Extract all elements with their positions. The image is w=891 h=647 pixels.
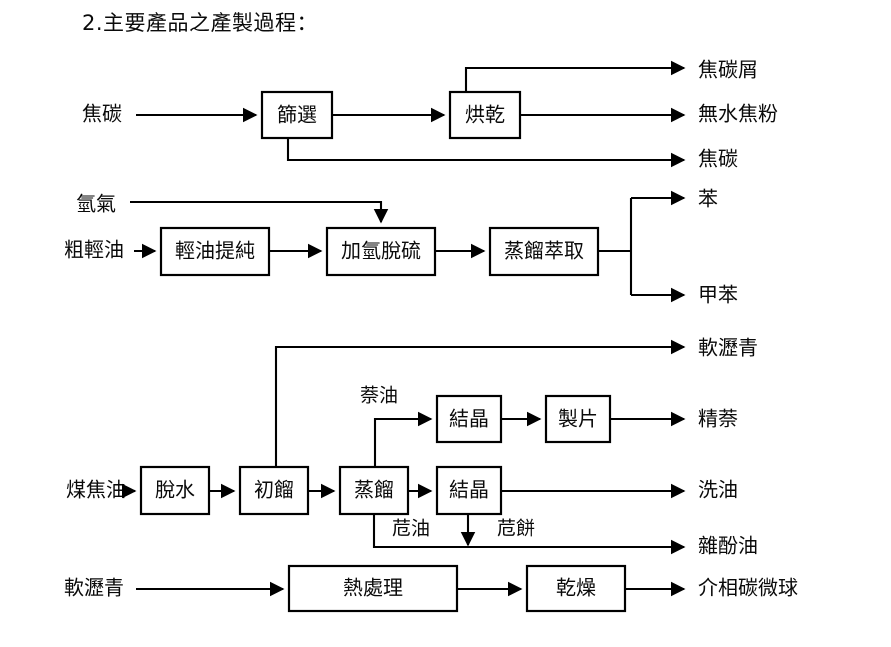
link-distill-to-crystallize-top	[373, 411, 433, 467]
node-dehydrate-label: 脫水	[155, 478, 195, 502]
edge-label-naphthalene-oil: 萘油	[360, 385, 398, 407]
output-label-benzene: 苯	[698, 187, 718, 211]
node-flaking-box[interactable]	[544, 394, 612, 444]
link-primary-distill-to-soft-pitch	[274, 339, 686, 467]
node-crystallize-top-box[interactable]	[435, 394, 503, 444]
output-label-toluene: 甲苯	[698, 283, 738, 307]
section-coke: 焦碳 篩選 烘乾 焦碳屑 無水焦粉 焦碳	[82, 58, 778, 171]
output-label-anhydrous-coke-powder: 無水焦粉	[698, 102, 778, 126]
node-primary-distill-label: 初餾	[254, 478, 294, 502]
output-label-refined-naphthalene: 精萘	[698, 407, 738, 431]
edge-label-acenaphthene-cake: 苊餅	[497, 518, 535, 540]
input-label-crude-light-oil: 粗輕油	[64, 238, 124, 262]
node-crystallize-mid-box[interactable]	[435, 465, 503, 516]
link-drying-to-coke-fines	[464, 60, 686, 92]
node-heat-treat-label: 熱處理	[343, 576, 403, 600]
node-light-oil-refine-label: 輕油提純	[175, 239, 255, 263]
output-label-crude-phenol-oil: 雜酚油	[698, 534, 758, 558]
edge-label-acenaphthene-oil: 苊油	[392, 518, 430, 540]
node-crystallize-top-label: 結晶	[449, 407, 489, 431]
input-label-coal-tar: 煤焦油	[66, 478, 126, 502]
node-distill-extract-box[interactable]	[488, 226, 600, 277]
page-title: 2.主要產品之產製過程：	[82, 11, 319, 35]
node-dry-box[interactable]	[525, 564, 627, 613]
link-screening-to-coke-out	[286, 138, 686, 168]
node-dry-label: 乾燥	[556, 576, 596, 600]
output-label-soft-pitch: 軟瀝青	[698, 336, 758, 360]
link-hydrogen-to-hydrodesulfur	[130, 200, 389, 224]
node-flaking-label: 製片	[558, 407, 598, 431]
input-label-hydrogen: 氫氣	[76, 192, 116, 216]
node-primary-distill-box[interactable]	[238, 465, 310, 516]
node-distill-label: 蒸餾	[354, 478, 394, 502]
node-screening-box[interactable]	[260, 90, 334, 140]
node-hydro-desulfur-label: 加氫脫硫	[341, 239, 421, 263]
node-distill-extract-label: 蒸餾萃取	[504, 239, 584, 263]
node-crystallize-mid-label: 結晶	[449, 478, 489, 502]
node-distill-box[interactable]	[338, 465, 410, 516]
output-label-wash-oil: 洗油	[698, 478, 738, 502]
node-light-oil-refine-box[interactable]	[159, 226, 271, 277]
node-drying-label: 烘乾	[465, 103, 505, 127]
section-coal-tar: 煤焦油 脫水 初餾 軟瀝青 蒸餾 萘油 結晶 製片 精萘	[66, 336, 758, 558]
output-label-coke-out: 焦碳	[698, 147, 738, 171]
input-label-coke: 焦碳	[82, 102, 122, 126]
node-dehydrate-box[interactable]	[139, 465, 211, 516]
node-screening-label: 篩選	[277, 103, 317, 127]
section-pitch: 軟瀝青 熱處理 乾燥 介相碳微球	[64, 564, 798, 613]
link-distill-to-crude-phenol-oil	[372, 514, 686, 555]
node-heat-treat-box[interactable]	[287, 564, 459, 613]
section-light-oil: 氫氣 粗輕油 輕油提純 加氫脫硫 蒸餾萃取 苯 甲苯	[64, 187, 738, 307]
input-label-soft-pitch: 軟瀝青	[64, 576, 124, 600]
output-label-mesocarbon-microbeads: 介相碳微球	[698, 576, 798, 600]
output-label-coke-fines: 焦碳屑	[698, 58, 758, 82]
